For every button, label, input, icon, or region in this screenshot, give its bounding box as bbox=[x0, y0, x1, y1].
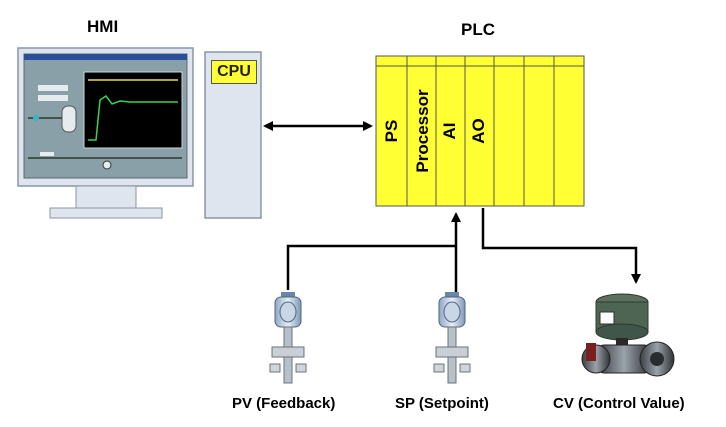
cpu-label: CPU bbox=[211, 60, 257, 84]
pv-transmitter-icon bbox=[269, 292, 307, 384]
plc-title: PLC bbox=[461, 20, 495, 39]
control-valve-icon bbox=[581, 293, 675, 377]
sp-transmitter-icon bbox=[433, 292, 471, 384]
pv-label: PV (Feedback) bbox=[232, 395, 336, 412]
plc-module-processor: Processor bbox=[413, 89, 432, 173]
signal-wiring bbox=[286, 208, 641, 292]
plc-rack bbox=[375, 55, 585, 207]
hmi-monitor bbox=[17, 47, 194, 219]
sp-label: SP (Setpoint) bbox=[395, 395, 489, 412]
plc-module-ao: AO bbox=[469, 118, 488, 144]
hmi-title: HMI bbox=[87, 17, 119, 36]
plc-module-ai: AI bbox=[440, 122, 459, 140]
cv-label: CV (Control Value) bbox=[553, 395, 685, 412]
plc-module-ps: PS bbox=[382, 119, 401, 143]
